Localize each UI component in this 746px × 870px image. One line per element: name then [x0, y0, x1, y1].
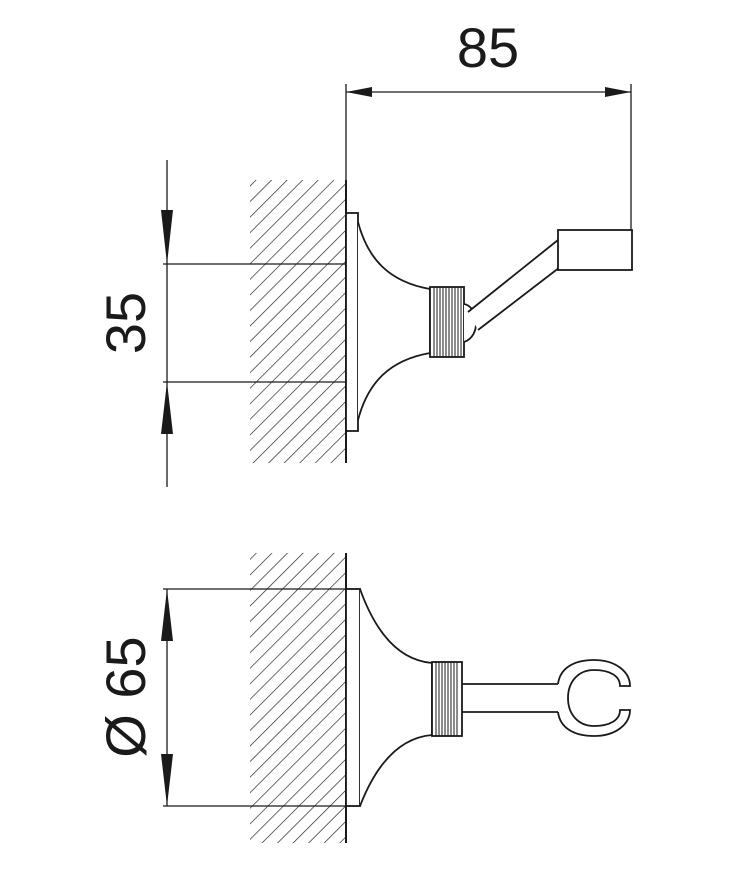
c-clip-holder — [557, 659, 631, 737]
dim-65-arrow-bottom — [161, 754, 173, 806]
knurled-ring-bottom — [431, 661, 463, 737]
dim-35-label: 35 — [94, 292, 157, 354]
arm-top — [467, 238, 566, 331]
dim-85-label: 85 — [457, 16, 519, 79]
dim-35-arrow-bottom — [161, 382, 173, 434]
side-view: 85 35 — [94, 16, 633, 487]
arm-bottom — [462, 683, 558, 713]
top-view: Ø 65 — [94, 553, 631, 843]
dim-85-arrow-left — [346, 87, 372, 97]
wall-hatch-bottom — [250, 553, 346, 843]
holder-end-top — [557, 229, 633, 271]
dim-35-arrow-top — [161, 210, 173, 264]
flange-plate-top — [345, 212, 359, 432]
rosette-body-bottom — [359, 588, 433, 807]
dim-85-arrow-right — [605, 87, 631, 97]
wall-hatch-top — [250, 180, 346, 463]
knurled-ring-top — [429, 286, 465, 358]
flange-plate-bottom — [345, 588, 361, 807]
rosette-body-top — [357, 221, 431, 421]
dim-65-label: Ø 65 — [94, 636, 157, 757]
dim-65-arrow-top — [161, 589, 173, 641]
